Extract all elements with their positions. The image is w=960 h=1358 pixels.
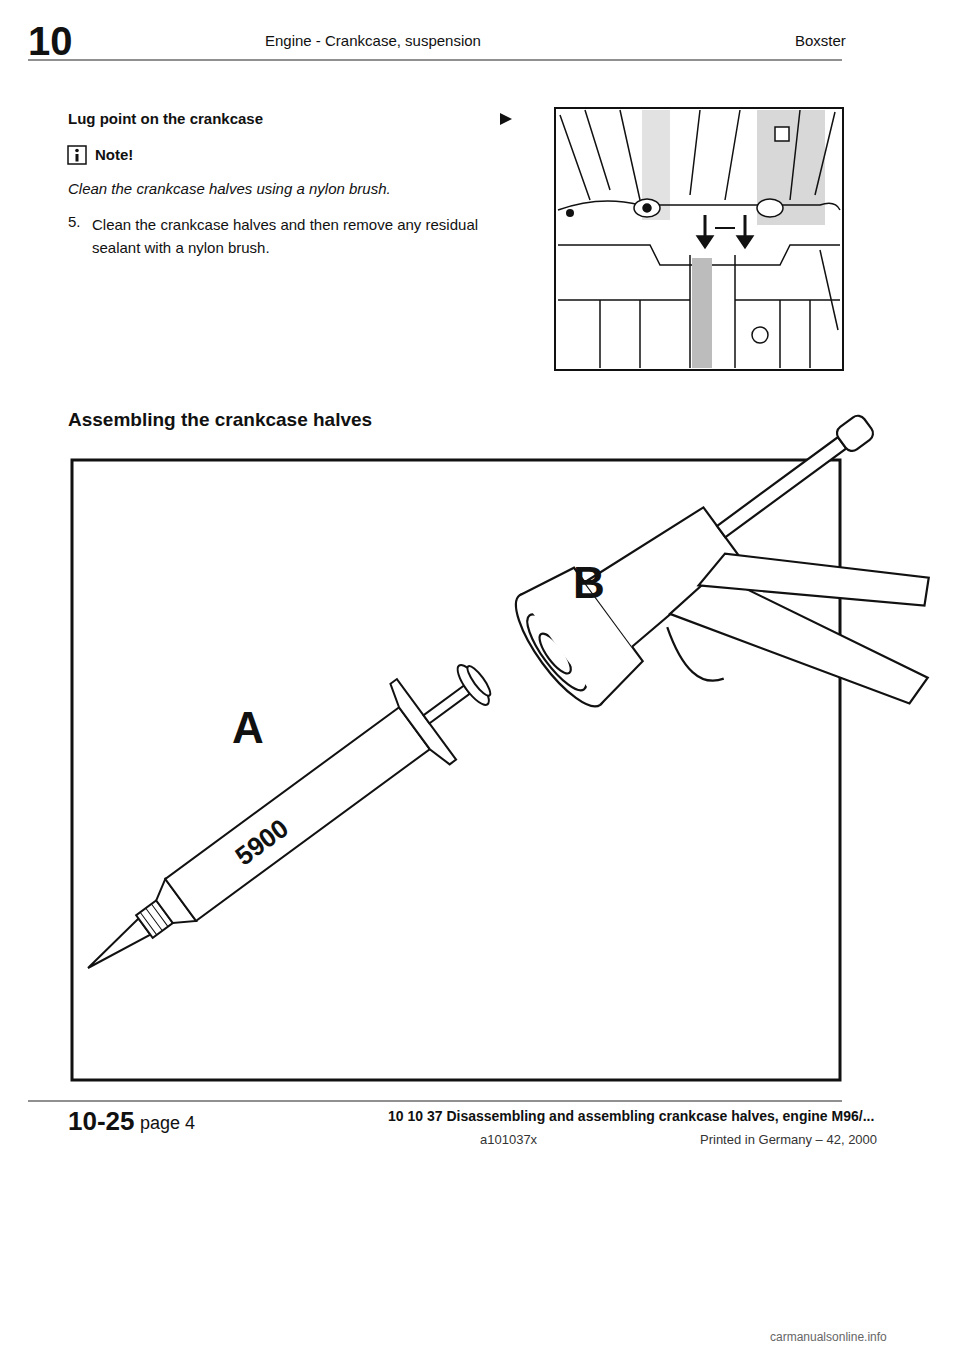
callout-letter: B [573, 555, 605, 610]
note-icon [68, 146, 86, 164]
chapter-number: 10 [28, 16, 73, 66]
section-heading: Assembling the crankcase halves [68, 408, 372, 432]
crankcase-illustration [555, 108, 843, 370]
step-text: Clean the crankcase halves and then remo… [92, 213, 522, 260]
running-header: Engine - Crankcase, suspension [265, 32, 481, 51]
step-number: 5. [68, 213, 81, 232]
footer-title: 10 10 37 Disassembling and assembling cr… [388, 1108, 874, 1126]
page-number: 10-25 [68, 1105, 135, 1138]
header-rule [28, 59, 842, 60]
watermark: carmanualsonline.info [770, 1330, 887, 1345]
note-text: Clean the crankcase halves using a nylon… [68, 180, 391, 199]
page-index: page 4 [140, 1112, 195, 1135]
print-note: Printed in Germany – 42, 2000 [700, 1132, 877, 1148]
callout-letter: A [232, 700, 264, 755]
subheading: Lug point on the crankcase [68, 110, 263, 129]
footer-rule [28, 1100, 842, 1101]
model-name: Boxster [795, 32, 846, 51]
document-code: a101037x [480, 1132, 537, 1148]
sealant-cartridge [58, 638, 512, 1009]
note-heading: Note! [95, 146, 133, 165]
pointer-triangle [500, 113, 512, 125]
caulking-gun [502, 369, 960, 864]
